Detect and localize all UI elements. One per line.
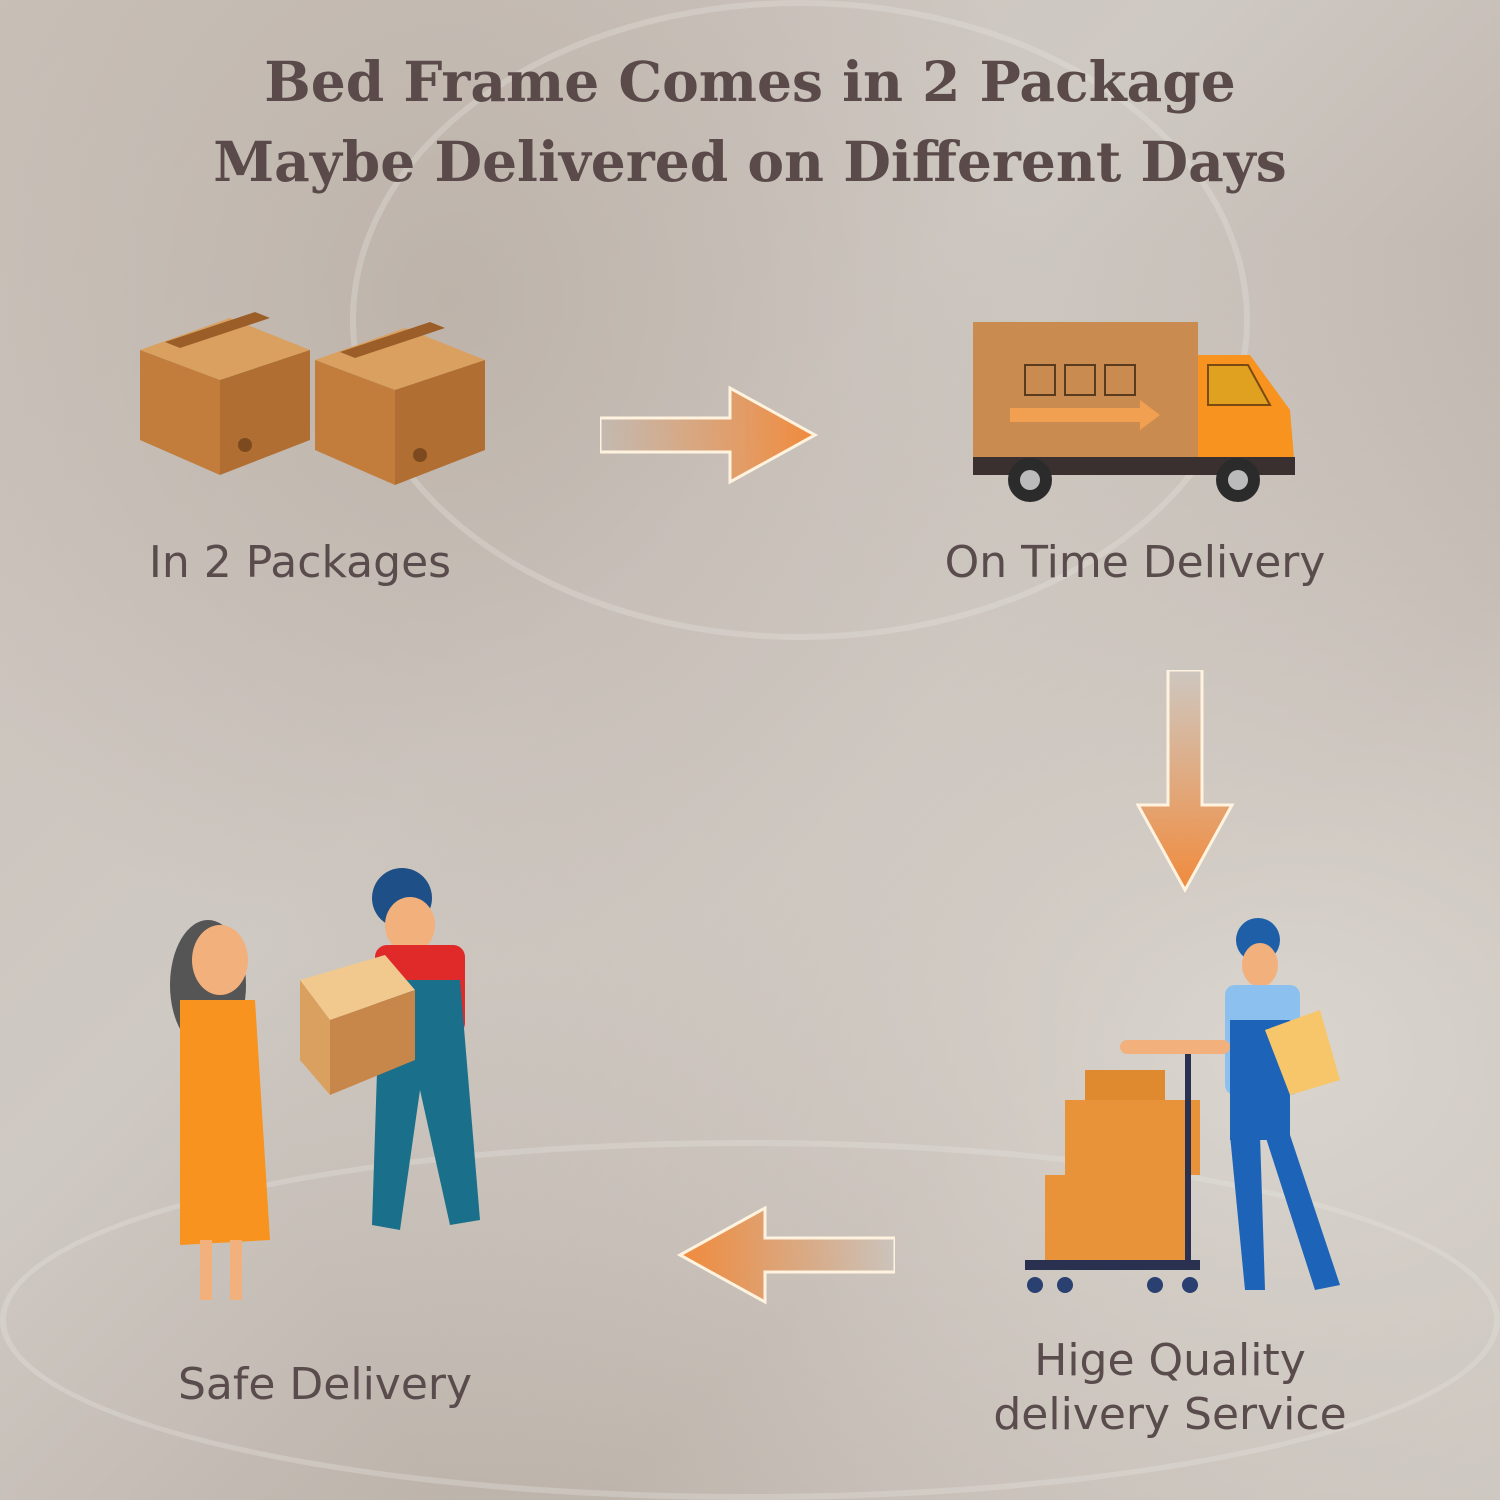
- arrow-right-icon: [600, 385, 819, 485]
- worker-cart-icon: [1025, 918, 1340, 1293]
- step-label-quality-line-1: Hige Quality: [1034, 1335, 1306, 1386]
- title-line-1: Bed Frame Comes in 2 Package: [264, 49, 1236, 114]
- arrow-down-icon: [1135, 670, 1235, 894]
- bg-ring: [0, 1140, 1500, 1500]
- step-label-on-time: On Time Delivery: [944, 537, 1326, 588]
- bg-ring: [350, 0, 1250, 640]
- handover-icon: [170, 868, 480, 1300]
- step-label-quality: Hige Quality delivery Service: [945, 1334, 1395, 1442]
- title-line-2: Maybe Delivered on Different Days: [213, 129, 1287, 194]
- step-label-packages: In 2 Packages: [148, 537, 452, 588]
- boxes-icon: [140, 312, 485, 485]
- step-label-quality-line-2: delivery Service: [993, 1389, 1347, 1440]
- truck-icon: [973, 322, 1295, 502]
- page-title: Bed Frame Comes in 2 Package Maybe Deliv…: [0, 42, 1500, 202]
- step-label-safe: Safe Delivery: [177, 1359, 473, 1410]
- arrow-left-icon: [676, 1205, 895, 1305]
